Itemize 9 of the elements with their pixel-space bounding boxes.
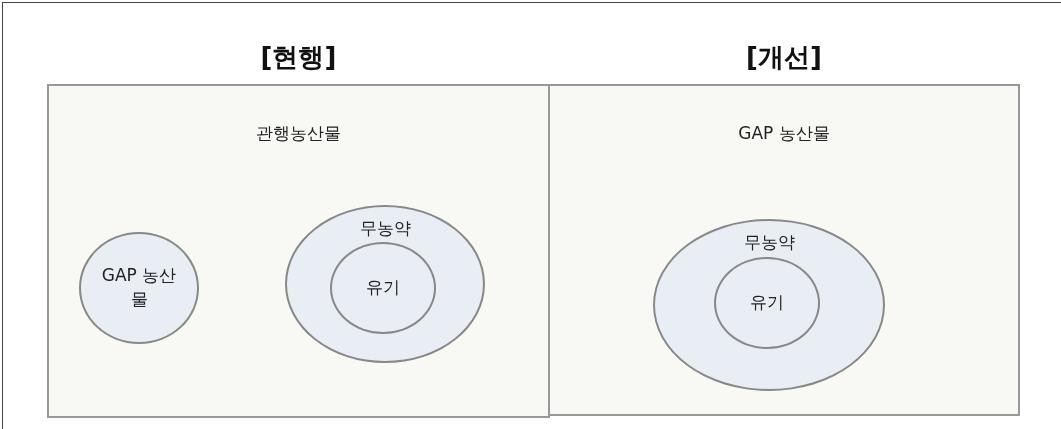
panel-heading: [개선] <box>745 41 823 74</box>
category-label: GAP 농산물 <box>737 122 831 145</box>
category-label: 유기 <box>365 276 401 299</box>
panel-heading: [현행] <box>259 41 338 74</box>
category-label: GAP 농산물 <box>101 264 177 311</box>
category-label: 무농약 <box>358 217 412 240</box>
category-label: 관행농산물 <box>255 122 342 145</box>
category-label: 유기 <box>749 291 785 314</box>
category-label: 무농약 <box>742 231 796 254</box>
